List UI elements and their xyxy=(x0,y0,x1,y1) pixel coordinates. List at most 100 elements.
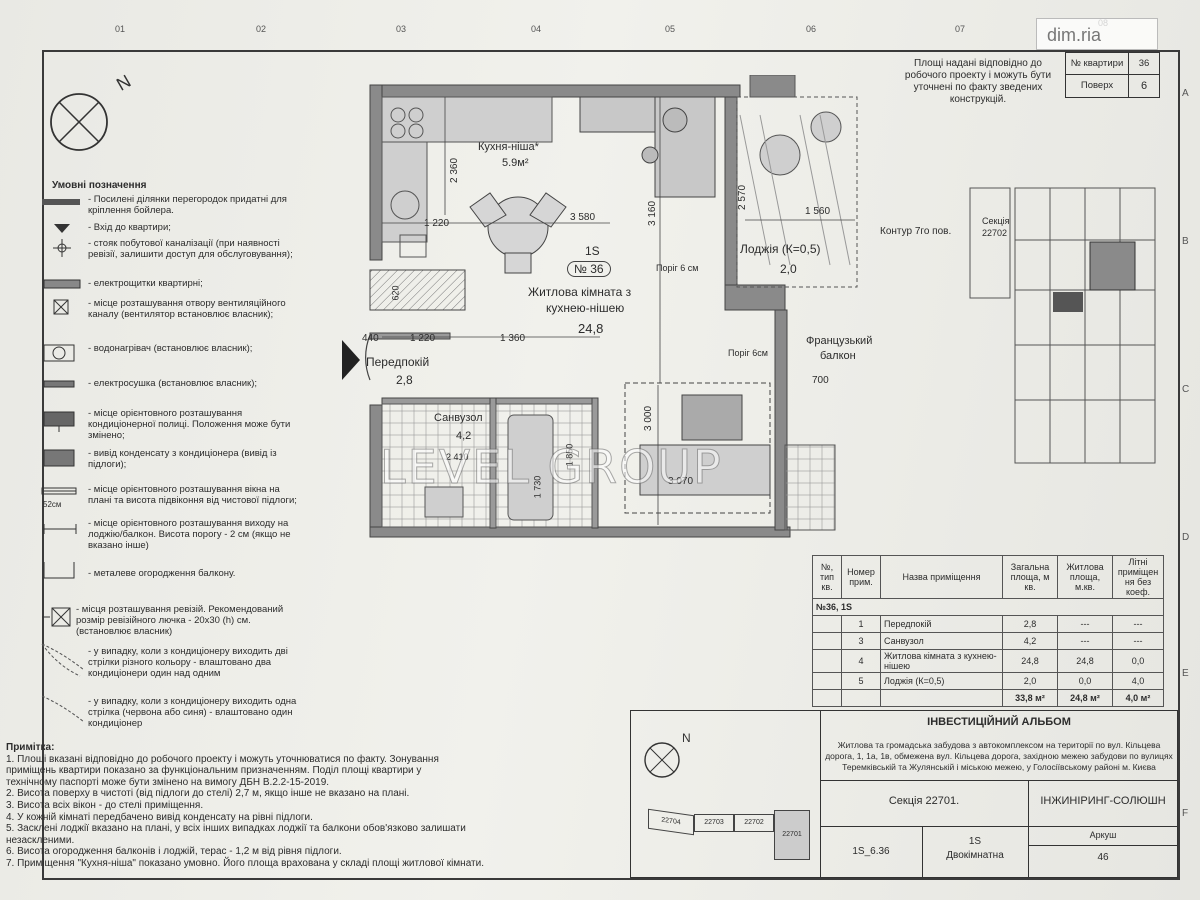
site-logo: dim.ria xyxy=(1036,18,1158,50)
note-line: незаскленими. xyxy=(6,834,75,846)
table-header-cell: №, тип кв. xyxy=(812,555,842,599)
table-cell xyxy=(812,672,842,690)
grid-col: 04 xyxy=(531,24,542,34)
floor-label: Поверх xyxy=(1066,75,1129,97)
svg-text:N: N xyxy=(682,731,691,745)
dimension-label: 2 410 xyxy=(446,452,469,462)
title-block-main xyxy=(820,710,1178,878)
table-cell: 24,8 xyxy=(1057,649,1113,673)
legend-item: - місце орієнтовного розташування виходу… xyxy=(88,518,291,551)
title-block-divider xyxy=(922,826,923,878)
table-cell: 2,0 xyxy=(1002,672,1058,690)
table-cell xyxy=(812,615,842,633)
note-line: 4. У кожній кімнаті передбачено вивід ко… xyxy=(6,811,313,823)
title-block-divider xyxy=(820,780,1178,781)
bathroom-label: Санвузол xyxy=(434,412,483,424)
kitchen-area: 5.9м² xyxy=(502,157,529,169)
key-section: 22704 xyxy=(648,808,694,836)
table-cell xyxy=(812,649,842,673)
table-cell: 0,0 xyxy=(1057,672,1113,690)
living-room-area: 24,8 xyxy=(578,321,604,336)
table-cell: --- xyxy=(1112,615,1164,633)
table-row: 5 Лоджія (К=0,5) 2,0 0,0 4,0 xyxy=(812,672,1164,690)
album-title: ІНВЕСТИЦІЙНИЙ АЛЬБОМ xyxy=(927,716,1071,728)
two-ac-arrows-icon xyxy=(41,643,85,677)
legend-item: - електрощитки квартирні; xyxy=(88,278,203,289)
sofa-area xyxy=(624,382,771,514)
table-cell: 0,0 xyxy=(1112,649,1164,673)
legend-item: - стояк побутової каналізації (при наявн… xyxy=(88,238,293,260)
table-cell: Санвузол xyxy=(880,632,1003,650)
table-cell: Житлова кімната з кухнею-нішею xyxy=(880,649,1003,673)
dining-table xyxy=(469,192,567,274)
legend-item: - у випадку, коли з кондиціонеру виходит… xyxy=(88,696,297,729)
title-block-divider xyxy=(820,826,1178,827)
table-row: 1 Передпокій 2,8 --- --- xyxy=(812,615,1164,633)
loggia-label: Лоджія (К=0,5) xyxy=(740,242,821,256)
hallway-label: Передпокій xyxy=(366,355,430,369)
table-header-cell: Житлова площа, м.кв. xyxy=(1057,555,1113,599)
electrical-panel-icon xyxy=(43,279,81,289)
dimension-label: 1 220 xyxy=(424,218,450,229)
table-cell: 4,0 м² xyxy=(1112,689,1164,707)
hallway-area: 2,8 xyxy=(396,373,413,387)
note-line: 3. Висота всіх вікон - до стелі приміщен… xyxy=(6,799,204,811)
table-cell: 33,8 м² xyxy=(1002,689,1058,707)
legend-item: - металеве огородження балкону. xyxy=(88,568,236,579)
table-group-row: №36, 1S xyxy=(812,598,1164,616)
grid-col: 02 xyxy=(256,24,267,34)
grid-row: B xyxy=(1182,236,1189,247)
ventilation-icon xyxy=(53,299,69,315)
note-line: 1. Площі вказані відповідно до робочого … xyxy=(6,753,439,765)
table-cell: 5 xyxy=(841,672,881,690)
legend-item: - місце орієнтовного розташування кондиц… xyxy=(88,408,291,441)
svg-text:N: N xyxy=(113,71,134,95)
column-grid-labels: 01 02 03 04 05 06 07 08 xyxy=(0,18,1200,38)
legend-item: - електросушка (встановлює власник); xyxy=(88,378,258,389)
sewer-riser-icon xyxy=(53,239,71,257)
table-cell: 3 xyxy=(841,632,881,650)
grid-col: 07 xyxy=(955,24,966,34)
drawing-code: 1S_6.36 xyxy=(852,846,890,857)
table-header-cell: Загальна площа, м кв. xyxy=(1002,555,1058,599)
table-cell: 4,2 xyxy=(1002,632,1058,650)
note-line: 6. Висота огородження балконів і лоджій,… xyxy=(6,846,342,858)
legend-item: - у випадку, коли з кондиціонеру виходит… xyxy=(88,646,288,679)
window-sill-height: 52см xyxy=(43,500,62,509)
drawing-frame xyxy=(42,50,1180,880)
title-apt-desc: Двокімнатна xyxy=(946,850,1004,861)
reinforced-wall-icon xyxy=(42,199,80,205)
company-name: ІНЖИНІРИНГ-СОЛЮШН xyxy=(1040,795,1166,807)
note-line: технічному паспорті може бути змінено на… xyxy=(6,776,330,788)
french-balcony-label-2: балкон xyxy=(820,350,856,362)
table-cell: --- xyxy=(1057,615,1113,633)
table-row: 3 Санвузол 4,2 --- --- xyxy=(812,632,1164,650)
water-heater-icon xyxy=(43,344,75,362)
table-header-cell: Назва приміщення xyxy=(880,555,1003,599)
sheet-label: Аркуш xyxy=(1089,830,1117,840)
apt-number-value: 36 xyxy=(1129,53,1159,75)
apartment-type: 1S xyxy=(585,244,600,258)
revision-hatch-icon xyxy=(42,607,71,627)
dimension-label: 700 xyxy=(812,375,829,386)
apt-number-label: № квартири xyxy=(1066,53,1129,75)
desk xyxy=(579,96,716,198)
key-section: 22703 xyxy=(694,814,734,832)
dimension-label: 620 xyxy=(390,285,401,301)
table-cell: --- xyxy=(1112,632,1164,650)
window-icon xyxy=(41,487,77,495)
grid-col: 05 xyxy=(665,24,676,34)
legend-title: Умовні позначення xyxy=(52,180,147,191)
dimension-label: 3 580 xyxy=(570,212,596,223)
key-section-current: 22701 xyxy=(774,810,810,860)
note-line: 5. Засклені лоджії вказано на плані, у в… xyxy=(6,823,466,835)
legend-item: - водонагрівач (встановлює власник); xyxy=(88,343,253,354)
living-room-label-2: кухнею-нішею xyxy=(546,301,625,315)
key-plan-section-label: Секція xyxy=(982,216,1010,226)
project-description: Житлова та громадська забудова з автоком… xyxy=(825,740,1173,772)
metal-railing-icon xyxy=(43,562,75,579)
table-cell xyxy=(812,689,842,707)
ac-shelf-icon xyxy=(43,411,75,432)
dimension-label: 2 570 xyxy=(737,184,749,211)
rooms-table: №, тип кв. Номер прим. Назва приміщення … xyxy=(812,555,1164,707)
